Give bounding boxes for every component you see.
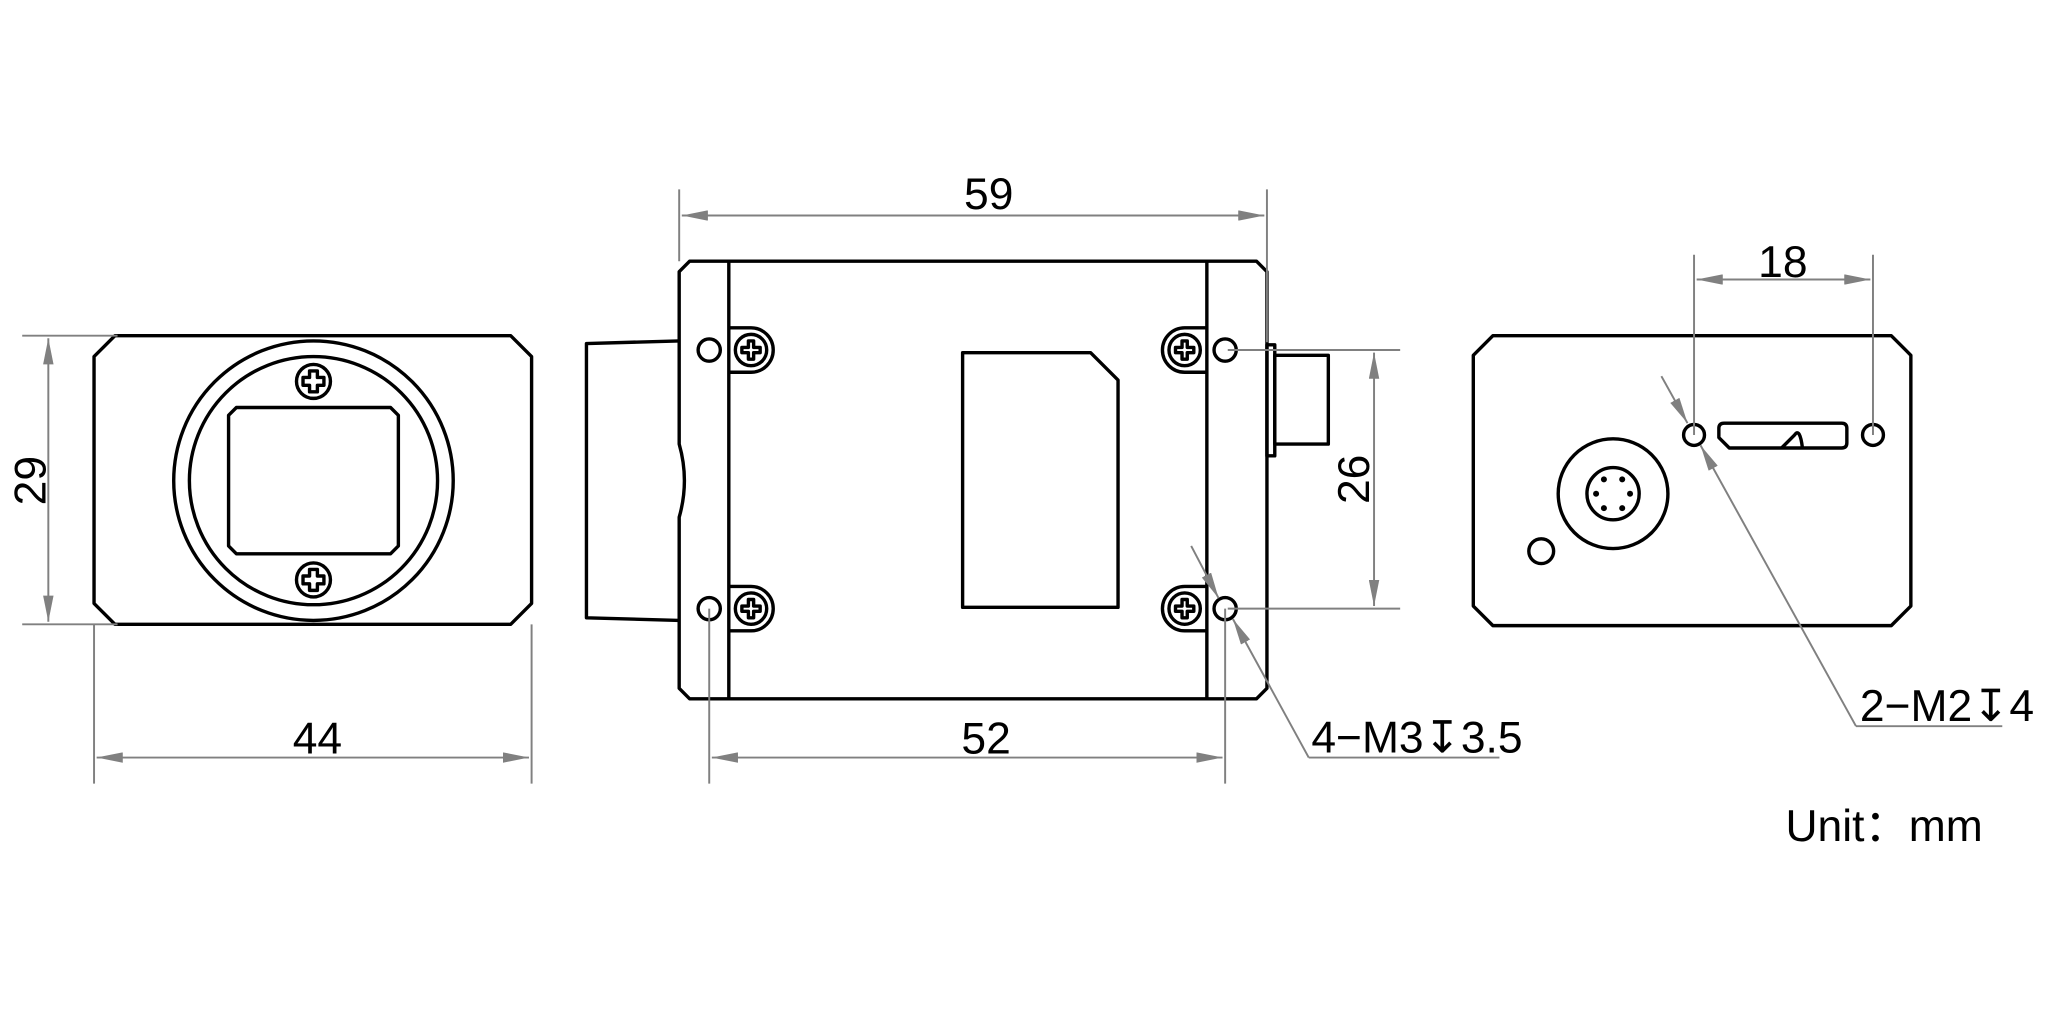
dim-label-height: 29 [7,456,56,505]
dim-label-width: 44 [293,715,342,764]
rear-view: 18 2−M2↧4 [1471,238,2034,731]
screw-icon [294,362,333,401]
sensor-window [226,405,401,556]
connector-body [1273,353,1331,446]
front-view: 29 44 [7,333,534,784]
io-connector-outer [1556,437,1670,551]
clamp-screw-icon [1160,326,1207,374]
clamp-screw-icon [728,326,775,374]
dim-label-hole-height: 26 [1330,455,1379,504]
side-view: 59 26 52 4−M3↧3.5 [584,170,1523,784]
usb-port [1717,421,1849,450]
io-connector-inner [1585,465,1641,522]
screw-icon [294,561,333,599]
status-led [1527,537,1556,566]
lens-mount-side [584,339,680,623]
hole-callout-m3: 4−M3↧3.5 [1311,713,1522,762]
dim-label-rear-spacing: 18 [1758,238,1807,287]
hole-callout-m2: 2−M2↧4 [1860,682,2034,731]
unit-label: Unit：mm [1785,802,1982,851]
dim-label-length: 59 [964,170,1013,219]
mount-hole [696,337,723,363]
clamp-screw-icon [1160,584,1207,633]
connector-pins [1593,476,1634,512]
label-plate [960,350,1120,610]
lens-mount-inner [187,354,440,607]
dim-label-hole-spacing: 52 [961,715,1010,764]
lens-mount-outer [172,339,455,623]
clamp-screw-icon [728,584,775,633]
rear-body-outline [1471,333,1913,628]
side-body-outline [677,259,1269,701]
front-body-outline [92,333,534,627]
